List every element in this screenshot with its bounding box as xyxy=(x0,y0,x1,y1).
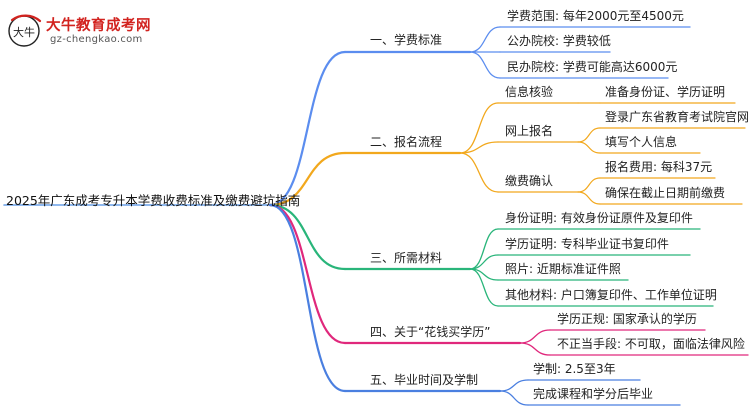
link-root-branch-3 xyxy=(268,203,347,271)
branch-graduation-duration: 五、毕业时间及学制 xyxy=(370,373,479,387)
leaf-public-college: 公办院校: 学费较低 xyxy=(507,34,611,48)
logo-title: 大牛教育成考网 xyxy=(46,18,151,34)
leaf-tuition-range: 学费范围: 每年2000元至4500元 xyxy=(507,9,684,23)
link-branch-3-leaf-2 xyxy=(469,254,499,270)
link-branch-3-leaf-4 xyxy=(469,268,499,307)
root-node: 2025年广东成考专升本学费收费标准及缴费避坑指南 xyxy=(6,193,301,208)
link-branch-5-leaf-2 xyxy=(499,390,529,406)
leaf-fill-personal-info: 填写个人信息 xyxy=(605,135,678,149)
link-branch-2-step-1 xyxy=(459,102,499,154)
leaf-other-materials: 其他材料: 户口簿复印件、工作单位证明 xyxy=(505,288,717,302)
leaf-study-duration: 学制: 2.5至3年 xyxy=(533,362,616,376)
link-branch-1-leaf-3 xyxy=(469,51,501,79)
leaf-graduate-after-credits: 完成课程和学分后毕业 xyxy=(533,387,654,401)
branch-registration-process: 二、报名流程 xyxy=(370,135,443,149)
branch-required-materials: 三、所需材料 xyxy=(370,251,443,265)
logo-mark-icon: 大牛 xyxy=(8,14,42,47)
step-online-registration: 网上报名 xyxy=(505,124,554,138)
link-root-branch-4 xyxy=(268,203,347,345)
link-branch-4-leaf-2 xyxy=(519,342,551,356)
leaf-prepare-documents: 准备身份证、学历证明 xyxy=(605,85,726,99)
site-logo[interactable]: 大牛 大牛教育成考网 gz-chengkao.com xyxy=(6,12,166,52)
leaf-pay-before-deadline: 确保在截止日期前缴费 xyxy=(605,186,726,200)
leaf-education-proof: 学历证明: 专科毕业证书复印件 xyxy=(505,237,669,251)
link-root-branch-1 xyxy=(268,50,347,207)
logo-url: gz-chengkao.com xyxy=(50,34,143,45)
link-root-branch-5 xyxy=(268,203,347,393)
link-branch-4-leaf-1 xyxy=(519,329,551,344)
branch-buying-degree: 四、关于“花钱买学历” xyxy=(370,325,491,339)
link-step-2-leaf-1 xyxy=(577,127,601,143)
leaf-photo: 照片: 近期标准证件照 xyxy=(505,262,621,276)
link-step-2-leaf-2 xyxy=(577,141,601,154)
leaf-improper-means: 不正当手段: 不可取，面临法律风险 xyxy=(557,337,745,351)
link-step-3-leaf-2 xyxy=(577,191,601,205)
leaf-private-college: 民办院校: 学费可能高达6000元 xyxy=(507,60,678,74)
leaf-id-proof: 身份证明: 有效身份证原件及复印件 xyxy=(505,211,693,225)
branch-tuition-standard: 一、学费标准 xyxy=(370,33,443,47)
link-branch-3-leaf-1 xyxy=(469,228,499,270)
leaf-legit-degree: 学历正规: 国家承认的学历 xyxy=(557,312,697,326)
link-step-3-leaf-1 xyxy=(577,177,601,193)
step-info-check: 信息核验 xyxy=(505,85,554,99)
link-branch-5-leaf-1 xyxy=(499,379,529,392)
leaf-registration-fee: 报名费用: 每科37元 xyxy=(605,160,713,174)
link-branch-2-step-2 xyxy=(459,141,499,154)
logo-mark-text: 大牛 xyxy=(13,25,35,39)
link-branch-2-step-3 xyxy=(459,152,499,193)
link-root-branch-2 xyxy=(268,151,347,207)
link-branch-1-leaf-1 xyxy=(469,26,501,53)
leaf-login-official-site: 登录广东省教育考试院官网 xyxy=(605,110,750,124)
step-payment-confirm: 缴费确认 xyxy=(505,174,554,188)
